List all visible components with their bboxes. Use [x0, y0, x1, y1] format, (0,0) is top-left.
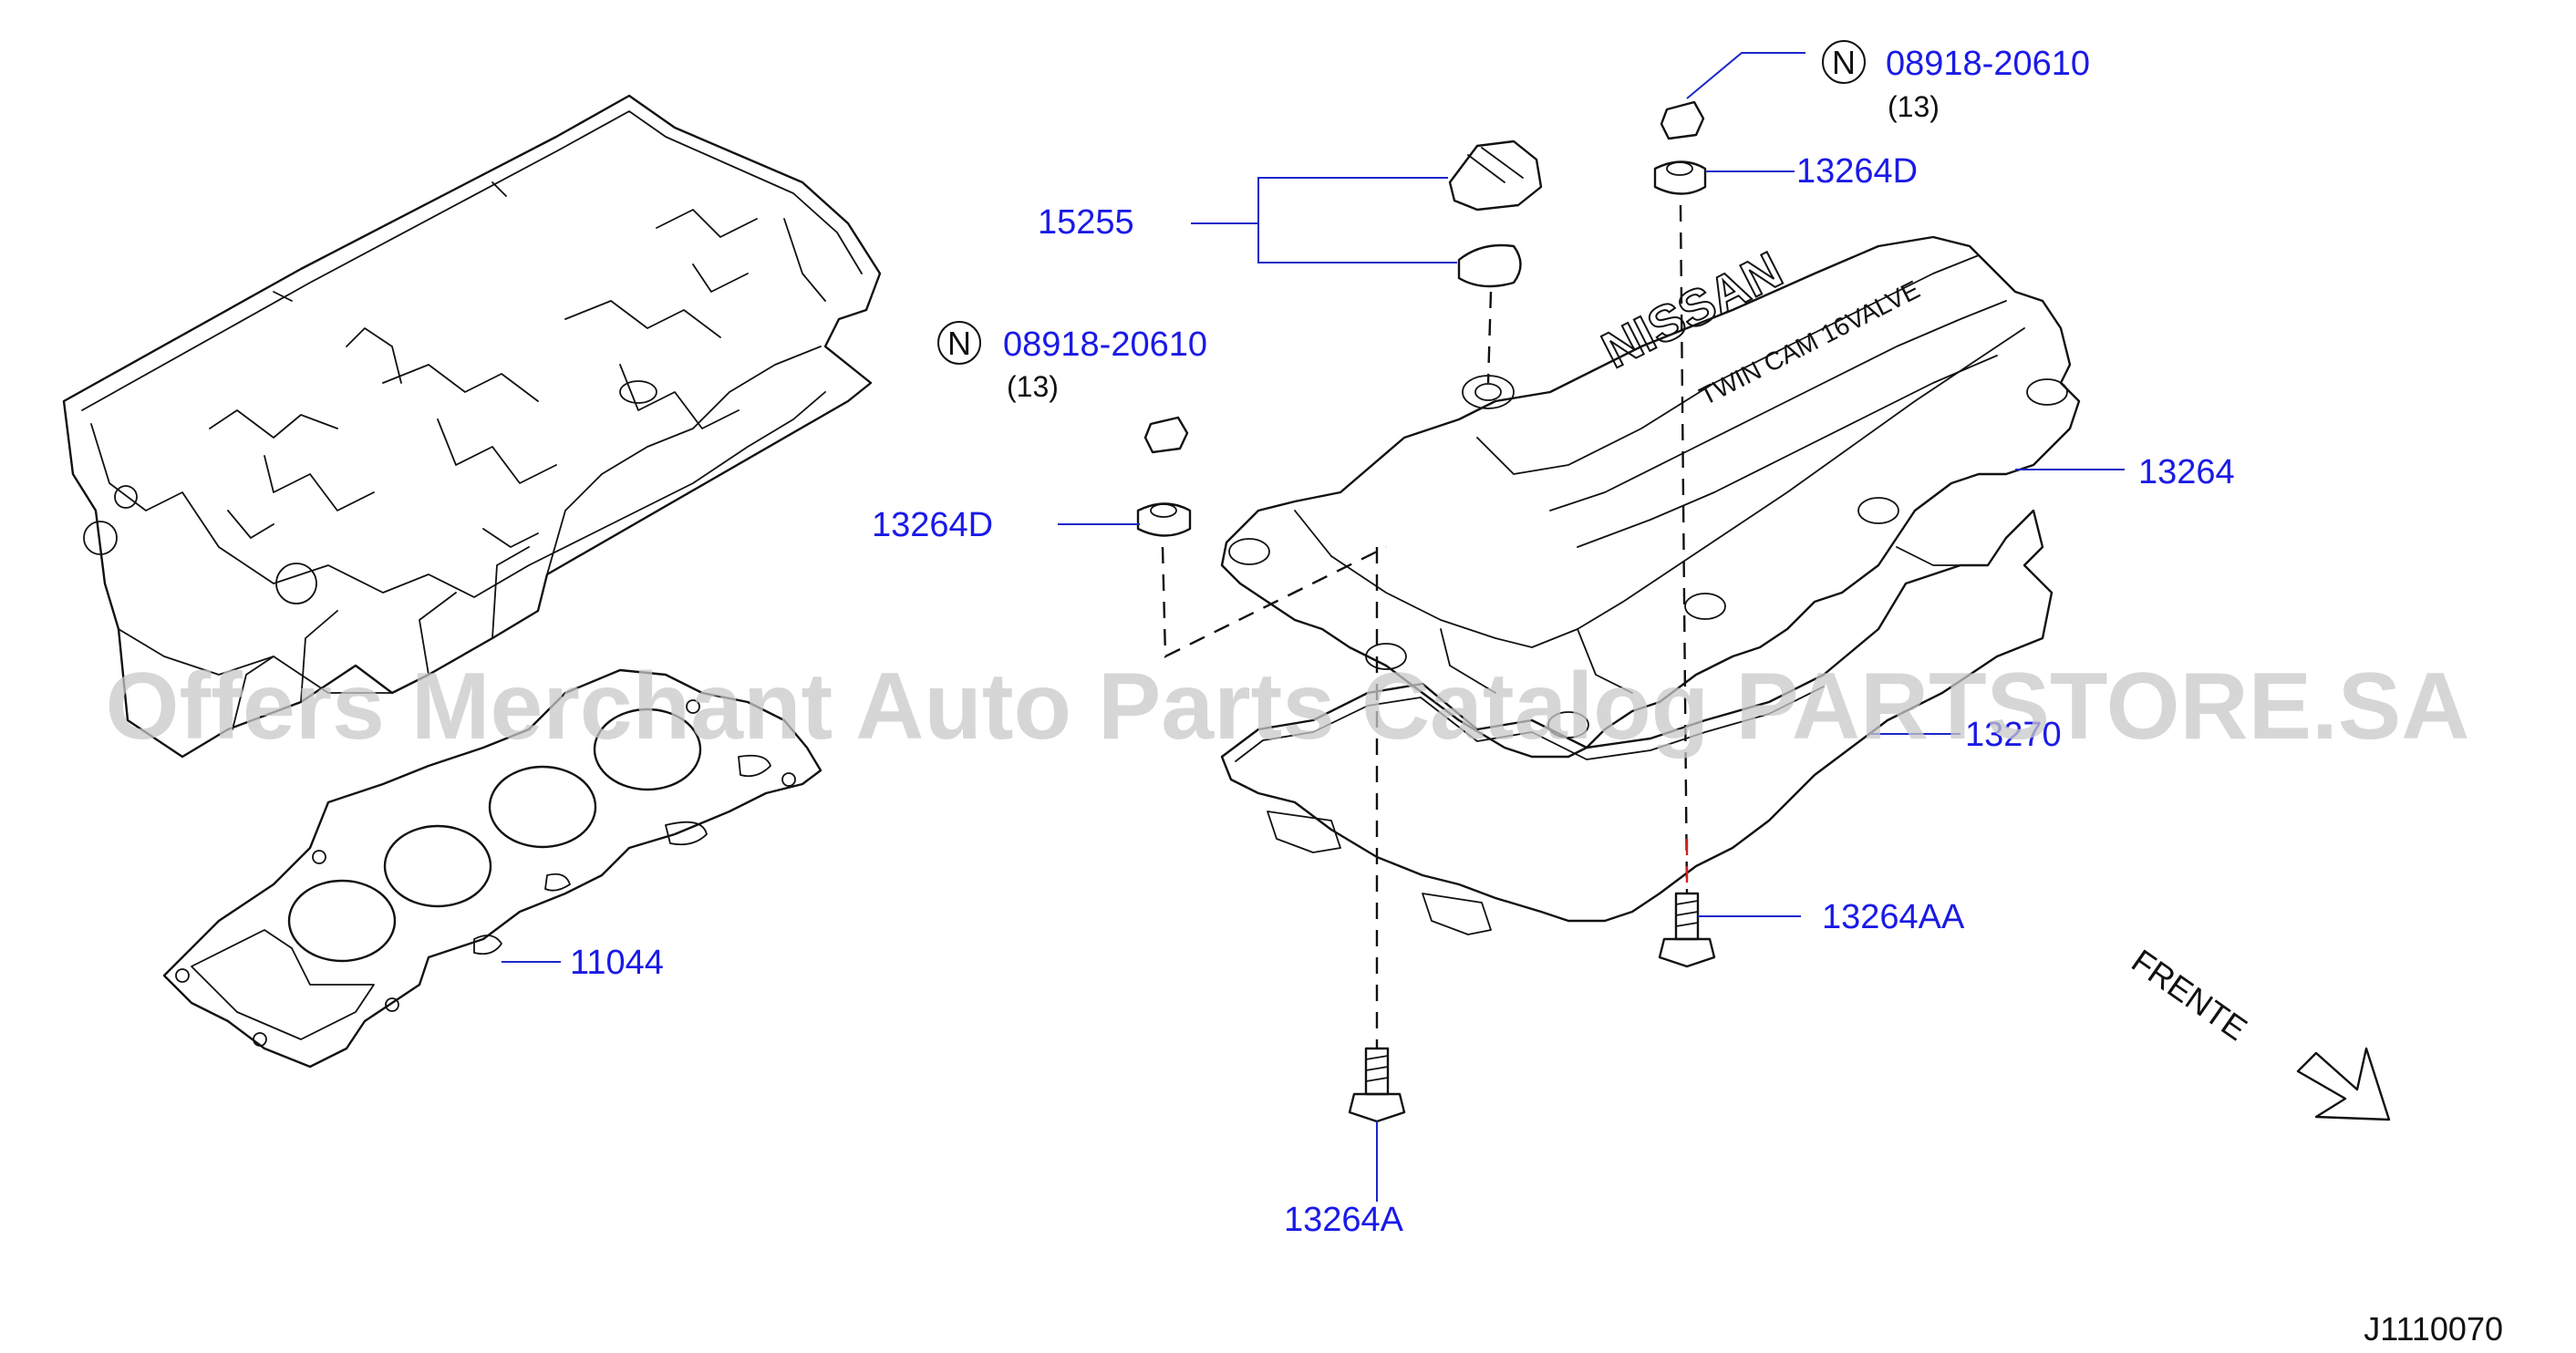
label-13270[interactable]: 13270 — [1965, 716, 2062, 754]
label-13264D-top[interactable]: 13264D — [1796, 152, 1918, 191]
n-badge-left — [937, 321, 981, 365]
direction-indicator: FRENTE — [2125, 942, 2391, 1121]
label-11044[interactable]: 11044 — [570, 944, 664, 982]
head-gasket-drawing — [162, 668, 822, 1069]
watermark-text: Offers Merchant Auto Parts Catalog PARTS… — [106, 654, 2470, 759]
label-13264D-left[interactable]: 13264D — [872, 506, 993, 544]
n-badge-top-letter: N — [1832, 44, 1856, 81]
label-13264A[interactable]: 13264A — [1284, 1201, 1404, 1239]
n-badge-top — [1822, 40, 1866, 84]
assembly-lines — [1161, 204, 1689, 1048]
label-13264AA[interactable]: 13264AA — [1822, 898, 1965, 936]
fastener-drawings — [1136, 100, 1716, 1123]
part-labels: N 08918-20610 (13) 13264D 15255 N 08918-… — [570, 40, 2235, 1239]
n-badge-left-letter: N — [947, 325, 971, 362]
valve-cover-gasket-drawing — [1220, 509, 2054, 935]
qty-left: (13) — [1007, 370, 1059, 403]
direction-label: FRENTE — [2125, 942, 2253, 1048]
leader-lines — [502, 52, 2125, 1202]
qty-top: (13) — [1888, 90, 1940, 123]
diagram-code: J1110070 — [2364, 1310, 2503, 1348]
cylinder-head-drawing — [62, 94, 882, 759]
oil-filler-cap-drawing — [1448, 139, 1543, 288]
label-08918-20610-left[interactable]: 08918-20610 — [1003, 325, 1207, 364]
label-15255[interactable]: 15255 — [1038, 203, 1134, 242]
label-13264[interactable]: 13264 — [2138, 453, 2235, 491]
label-08918-20610-top[interactable]: 08918-20610 — [1886, 45, 2090, 83]
front-arrow-icon — [2296, 1047, 2391, 1121]
